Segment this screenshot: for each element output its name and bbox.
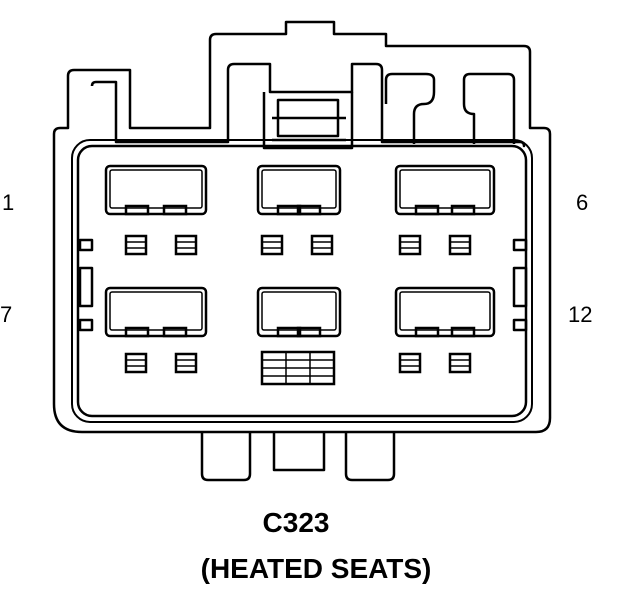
terminal-pad xyxy=(124,352,148,374)
terminal-pad xyxy=(260,234,284,256)
terminal-pad xyxy=(124,234,148,256)
bottom-tab-center xyxy=(272,432,326,472)
lock-tab-left xyxy=(384,72,436,144)
connector-description: (HEATED SEATS) xyxy=(201,553,432,584)
terminal-cavity-3 xyxy=(394,164,496,216)
terminal-pad xyxy=(310,234,334,256)
terminal-pad xyxy=(448,352,472,374)
bottom-tab-left xyxy=(200,432,252,482)
terminal-cavities xyxy=(104,164,496,386)
bottom-tab-right xyxy=(344,432,396,482)
terminal-pad xyxy=(398,352,422,374)
terminal-pad xyxy=(398,234,422,256)
terminal-cavity-6 xyxy=(394,286,496,338)
housing-inner-outline xyxy=(90,62,526,148)
terminal-pad xyxy=(174,352,198,374)
terminal-pad xyxy=(448,234,472,256)
side-clip-right xyxy=(512,266,528,308)
lock-tab-right xyxy=(462,72,516,144)
pin-label-6: 6 xyxy=(576,190,588,215)
connector-id: C323 xyxy=(263,507,330,538)
terminal-pad xyxy=(174,234,198,256)
pin-label-7: 7 xyxy=(0,302,12,327)
terminal-cavity-4 xyxy=(104,286,208,338)
terminal-cavity-1 xyxy=(104,164,208,216)
latch-outline xyxy=(262,92,354,150)
housing-outline xyxy=(52,20,552,434)
pin-label-1: 1 xyxy=(2,190,14,215)
side-clip-left xyxy=(78,266,94,308)
pin-label-12: 12 xyxy=(568,302,592,327)
